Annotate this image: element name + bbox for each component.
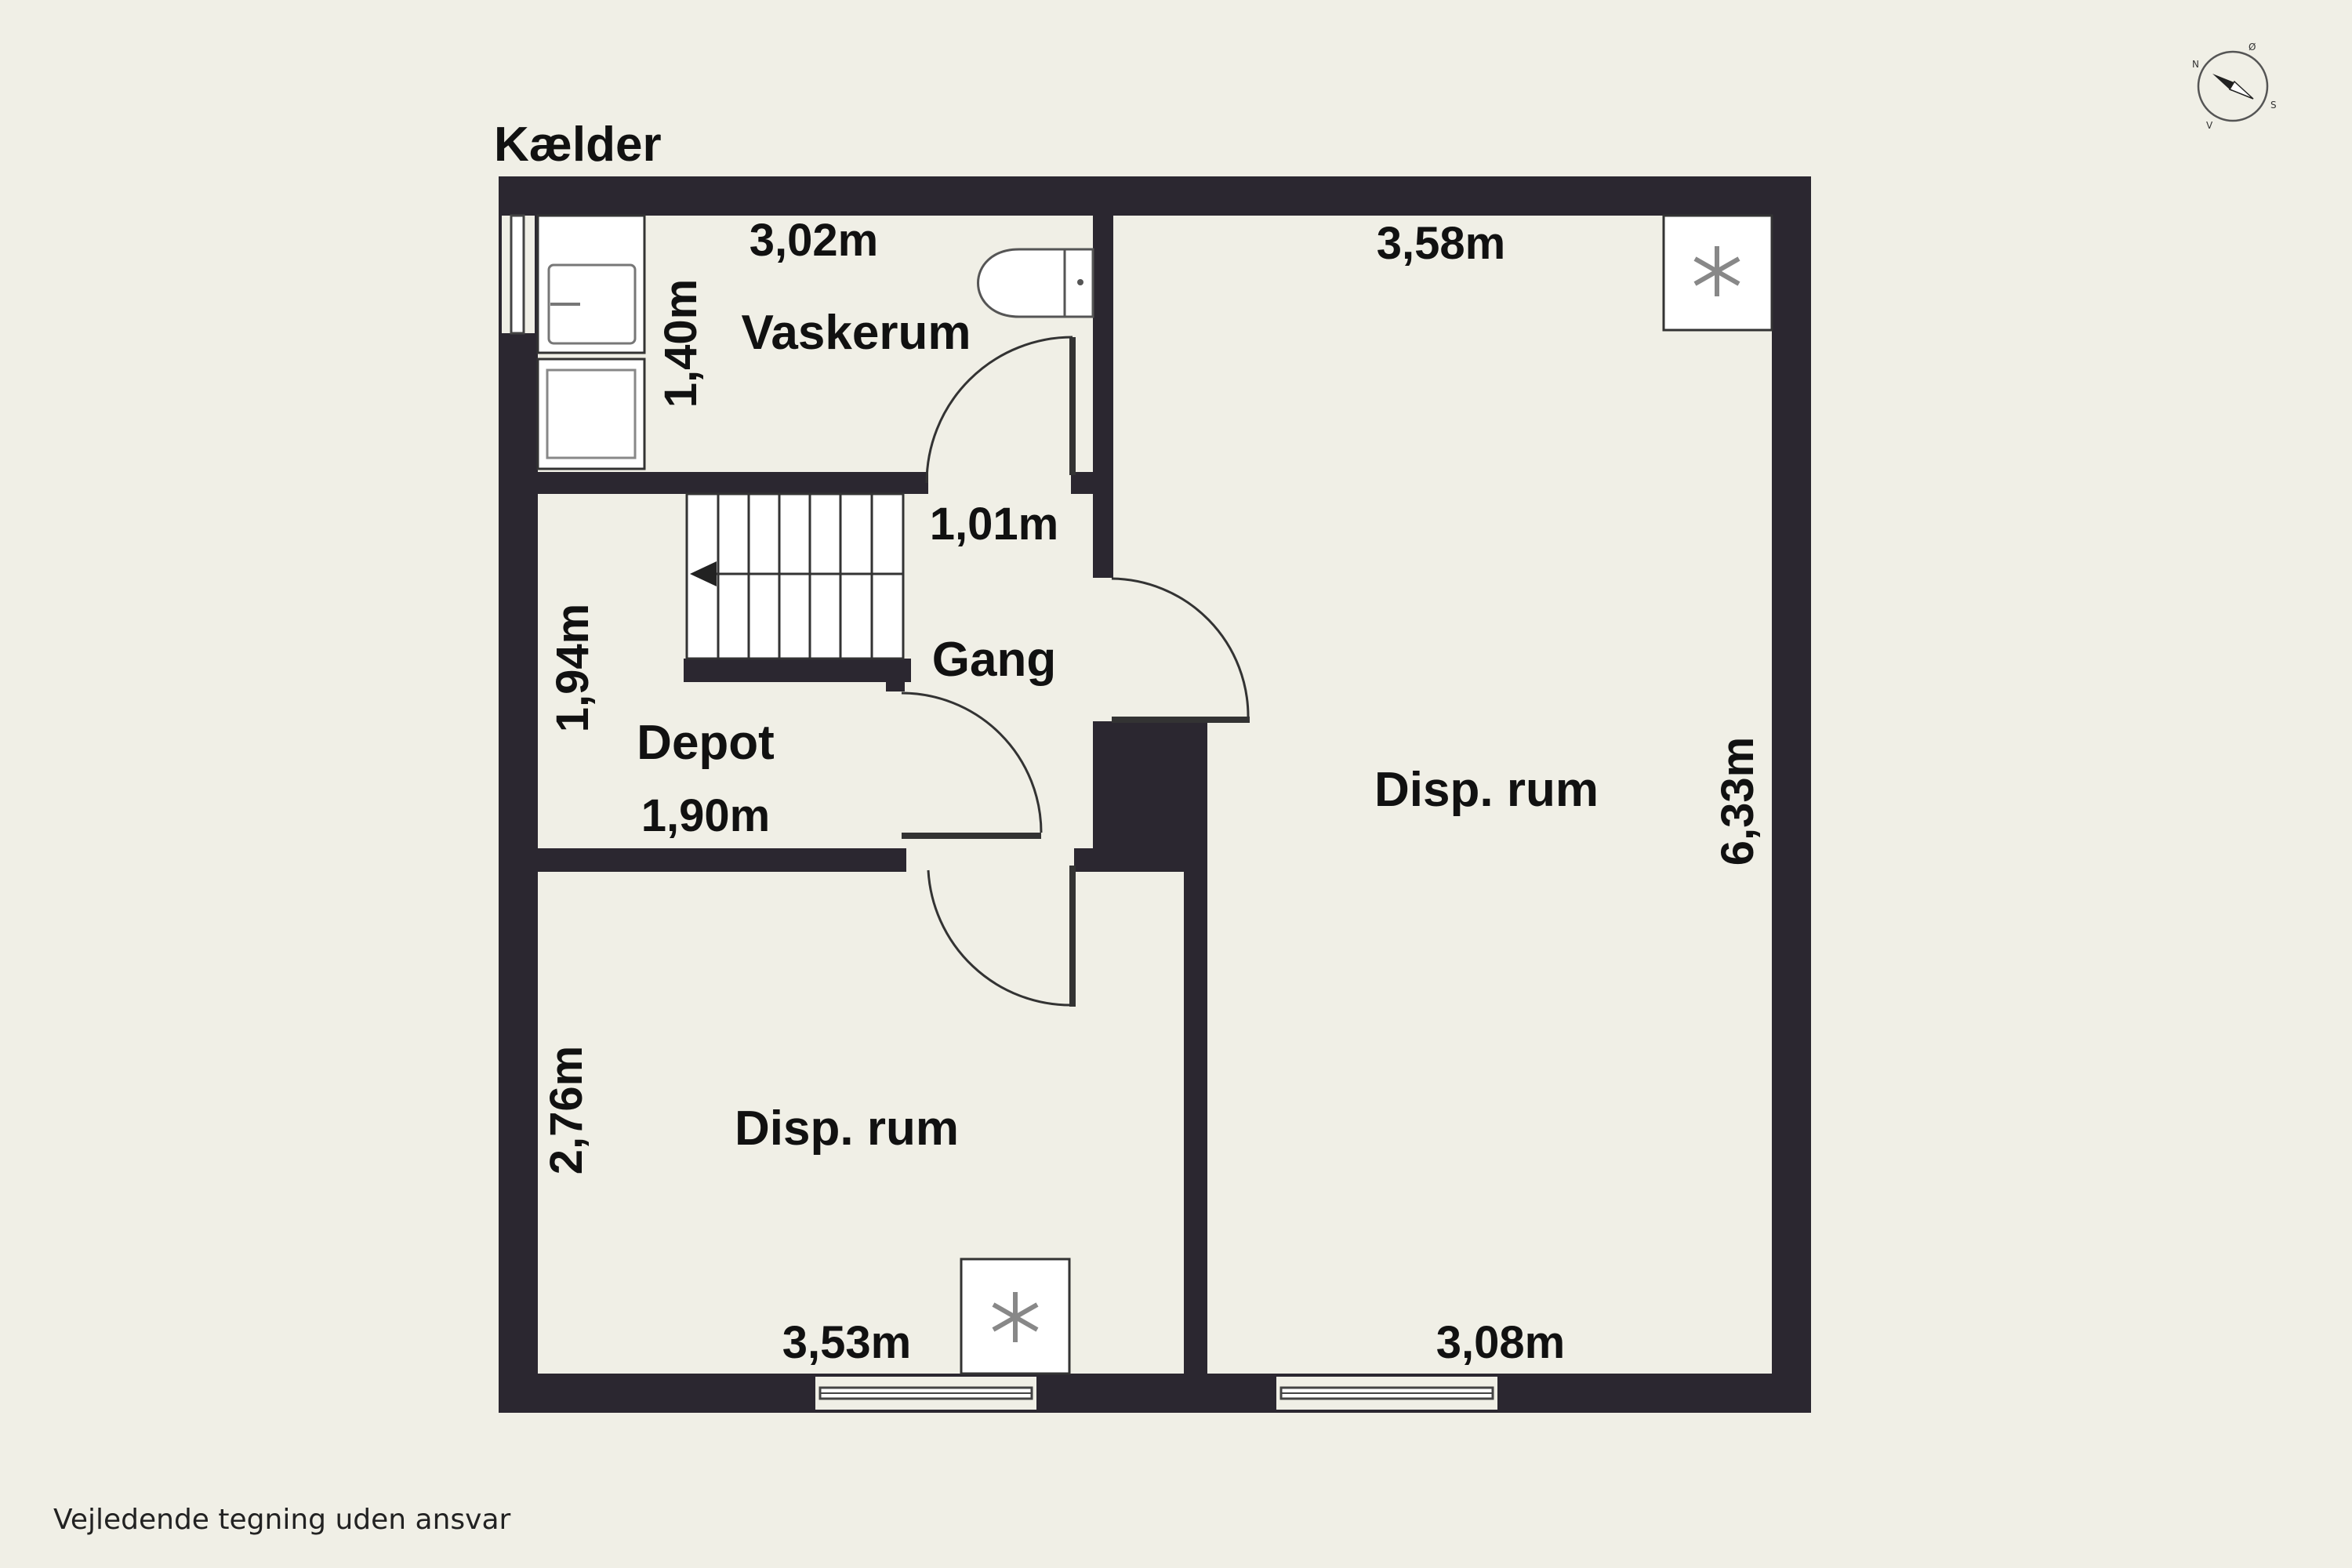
staircase	[685, 492, 905, 660]
room-label-small: Disp. rum	[735, 1102, 959, 1156]
toilet-icon	[977, 248, 1094, 318]
compass-n: N	[2192, 59, 2199, 70]
dim-storage-width: 1,90m	[641, 790, 770, 841]
compass-icon: N Ø S V	[2192, 42, 2277, 131]
large-room-door-icon	[1093, 577, 1250, 723]
dim-large-bottom: 3,08m	[1436, 1317, 1565, 1368]
window-laundry	[502, 214, 535, 335]
boiler-icon-small-room	[960, 1258, 1071, 1375]
room-label-laundry: Vaskerum	[742, 306, 971, 360]
dim-small-height: 2,76m	[541, 1046, 592, 1174]
window-left	[815, 1377, 1036, 1410]
washing-machine-icon	[536, 358, 646, 470]
compass-w: V	[2206, 120, 2213, 131]
compass-s: S	[2270, 100, 2277, 111]
dim-large-top: 3,58m	[1377, 218, 1505, 269]
compass-e: Ø	[2249, 42, 2256, 53]
small-room-door-icon	[906, 848, 1076, 1007]
dim-hall-width: 1,01m	[930, 499, 1058, 550]
walls	[499, 176, 1811, 1413]
laundry-door-icon	[925, 336, 1076, 494]
dim-large-height: 6,33m	[1712, 737, 1763, 866]
room-label-large: Disp. rum	[1374, 763, 1599, 817]
dim-storage-depth: 1,94m	[547, 604, 598, 732]
dim-laundry-depth: 1,40m	[655, 279, 706, 408]
room-label-storage: Depot	[637, 716, 775, 770]
stair-arrow-icon	[690, 561, 717, 586]
window-right	[1276, 1377, 1497, 1410]
storage-door-icon	[886, 691, 1043, 848]
dim-laundry-width: 3,02m	[750, 215, 878, 266]
disclaimer-text: Vejledende tegning uden ansvar	[53, 1504, 511, 1536]
floor-title: Kælder	[494, 118, 662, 172]
boiler-icon-large-room	[1662, 214, 1773, 332]
room-label-hall: Gang	[932, 633, 1056, 687]
washbasin-icon	[536, 214, 646, 354]
dim-small-bottom: 3,53m	[782, 1317, 911, 1368]
